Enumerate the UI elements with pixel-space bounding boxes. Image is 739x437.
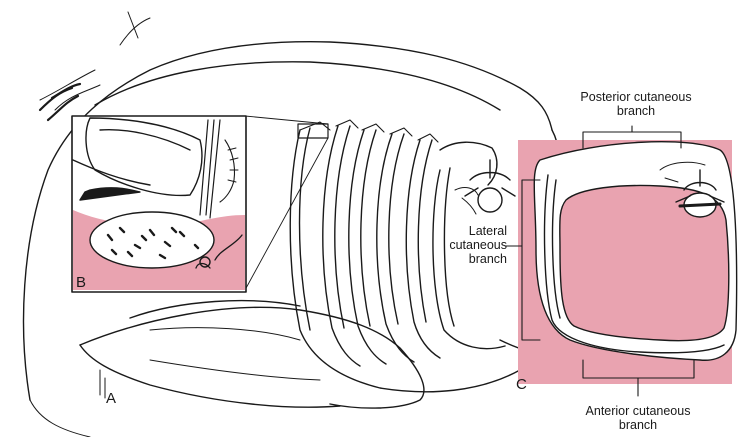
panel-label-c: C (516, 376, 527, 393)
lateral-label-line3: branch (468, 252, 507, 266)
lateral-cutaneous-label: Lateral cutaneous branch (445, 224, 507, 266)
panel-label-b: B (76, 274, 87, 291)
label-leaders (504, 125, 695, 397)
panel-label-a: A (106, 390, 117, 407)
lateral-label-line1: Lateral (468, 224, 507, 238)
arm-illustration (79, 299, 425, 409)
rib-cage (244, 115, 521, 393)
anterior-label-line1: Anterior cutaneous (585, 404, 691, 418)
posterior-label-line1: Posterior cutaneous (580, 90, 692, 104)
vertebra-icon (454, 159, 516, 215)
anterior-label-line2: branch (618, 418, 658, 432)
posterior-label-line2: branch (616, 104, 656, 118)
inset-b (71, 115, 247, 293)
anterior-cutaneous-label: Anterior cutaneous branch (568, 404, 708, 432)
posterior-cutaneous-label: Posterior cutaneous branch (566, 90, 706, 118)
lateral-label-line2: cutaneous (449, 238, 507, 252)
inset-c (518, 140, 738, 384)
body-outline (22, 11, 561, 437)
